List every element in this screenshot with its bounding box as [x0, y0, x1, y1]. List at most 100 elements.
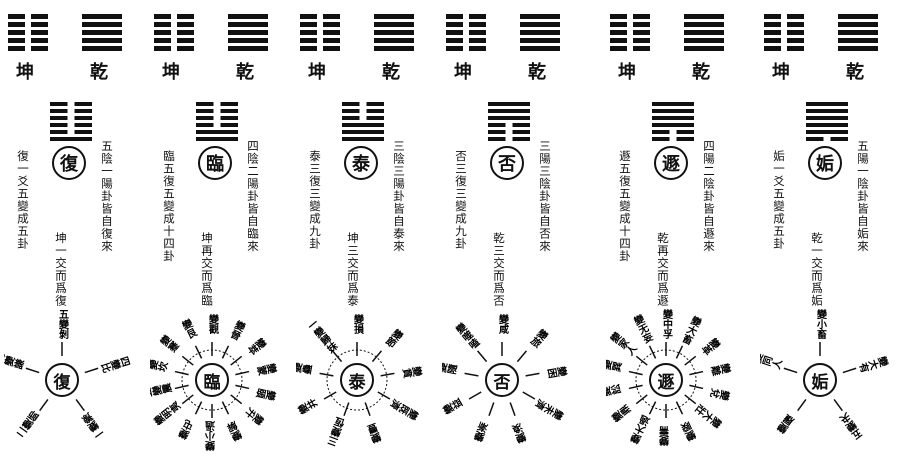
ray-label: 變大壯 [693, 401, 726, 431]
ray-label: 變履 [774, 412, 797, 437]
hexagram-name-circle: 復 [52, 146, 86, 180]
ray-line [476, 350, 488, 363]
trigram-line [82, 22, 122, 27]
trigram-line [610, 14, 650, 19]
ray-label: 變旅 [527, 325, 551, 350]
trigram-line [8, 46, 48, 51]
ray-label: 變大過 [628, 413, 654, 447]
trigram-line [8, 30, 48, 35]
center-hexagram-circle: 否 [485, 363, 519, 397]
ray-label: 變既濟 [388, 395, 422, 422]
hexagram-figure-icon [488, 102, 530, 144]
ray-label: 變家人 [606, 329, 638, 359]
trigram-line [838, 38, 878, 43]
center-hexagram-circle: 遯 [649, 363, 683, 397]
ray-line [689, 384, 704, 390]
center-hexagram-circle: 姤 [803, 363, 837, 397]
hexagram-line [488, 130, 530, 134]
trigram-line [228, 30, 268, 35]
hexagram-panel-4: 坤乾否三陽三陰卦皆自否來否三復三變成九卦乾三交而爲否變咸變旅變困變未濟變渙變漸變… [442, 0, 590, 457]
ray-label: 變升 [243, 404, 268, 428]
hexagram-name-circle: 否 [490, 146, 524, 180]
trigram-line [228, 38, 268, 43]
qian-trigram-icon [374, 14, 414, 54]
ray-label: 變革 [698, 334, 723, 358]
note-intercourse: 乾三交而爲否 [492, 232, 506, 307]
ray-line [181, 394, 194, 405]
ray-label: 變蹇 [156, 332, 181, 356]
note-intercourse: 坤再交而爲臨 [200, 232, 214, 307]
hexagram-line [342, 137, 384, 141]
trigram-line [82, 38, 122, 43]
hexagram-line [806, 116, 848, 120]
hexagram-figure-icon [196, 102, 238, 144]
ray-line [468, 391, 482, 400]
note-changes: 遯五復五變成十四卦 [618, 150, 632, 263]
ray-line [380, 372, 395, 377]
hexagram-line [488, 102, 530, 106]
ray-label: 變益 [442, 397, 465, 419]
hexagram-figure-icon [806, 102, 848, 144]
ray-line [842, 367, 857, 374]
trigram-line [8, 38, 48, 43]
hexagram-line [652, 130, 694, 134]
trigram-line [300, 38, 340, 43]
kun-label: 坤 [772, 62, 790, 83]
ray-line [525, 372, 540, 377]
note-origin: 三陽三陰卦皆自否來 [538, 140, 552, 253]
trigram-line [838, 30, 878, 35]
trigram-line [520, 14, 560, 19]
ray-label: 變噬嗑 [451, 320, 481, 352]
ray-line [230, 355, 243, 366]
ray-label: 變訟 [606, 383, 623, 401]
trigram-line [520, 30, 560, 35]
ray-line [343, 402, 350, 416]
ray-line [675, 345, 684, 359]
ray-line [522, 391, 536, 400]
ray-label: 一變歸妹 [304, 317, 340, 357]
ray-label: 變蠱 [296, 361, 313, 377]
hexagram-line [806, 123, 848, 127]
qian-label: 乾 [846, 62, 864, 83]
trigram-line [684, 38, 724, 43]
hexagram-line [50, 116, 92, 120]
ray-line [364, 402, 371, 416]
trigram-line [684, 30, 724, 35]
hexagram-panel-5: 坤乾遯四陽二陰卦皆自遯來遯五復五變成十四卦乾再交而爲遯變中孚變大畜變革變離變兌變… [606, 0, 754, 457]
ray-line [25, 367, 40, 374]
ray-line [319, 372, 334, 377]
ray-line [377, 391, 391, 400]
ray-line [39, 398, 49, 412]
hexagram-line [652, 123, 694, 127]
hexagram-line [196, 137, 238, 141]
note-intercourse: 坤一交而爲復 [54, 232, 68, 307]
trigram-line [374, 22, 414, 27]
ray-label: 變大畜 [678, 313, 704, 347]
ray-line [75, 398, 85, 412]
note-origin: 五陰一陽卦皆自復來 [100, 140, 114, 253]
kun-label: 坤 [618, 62, 636, 83]
ray-label: 變觀 [207, 313, 220, 335]
hexagram-panel-6: 坤乾姤五陽一陰卦皆自姤來姤一爻五變成五卦乾一交而爲姤變小畜變大有五變夬變履變同人… [760, 0, 898, 457]
trigram-line [82, 46, 122, 51]
kun-trigram-icon [154, 14, 194, 54]
hexagram-line [652, 102, 694, 106]
ray-label: 變損 [352, 313, 365, 335]
ray-label: 變无妄 [630, 312, 656, 346]
ray-label: 變中孚 [661, 308, 674, 340]
qian-trigram-icon [82, 14, 122, 54]
ray-label: 變鼎 [609, 402, 634, 426]
ray-diagram: 變觀變晉變萃變蒙變頤變升變解變小過變屯變明夷五變震變坎變蹇變艮 [150, 313, 279, 452]
trigram-line [520, 22, 560, 27]
trigram-line [300, 22, 340, 27]
trigram-line [684, 46, 724, 51]
ray-label: 二變師 [14, 408, 43, 441]
ray-line [174, 384, 189, 390]
hexagram-line [342, 123, 384, 127]
ray-label: 變巽 [606, 358, 624, 376]
trigram-line [610, 22, 650, 27]
ray-line [174, 370, 189, 376]
trigram-line [300, 30, 340, 35]
hexagram-line [488, 116, 530, 120]
center-hexagram-circle: 泰 [340, 363, 374, 397]
